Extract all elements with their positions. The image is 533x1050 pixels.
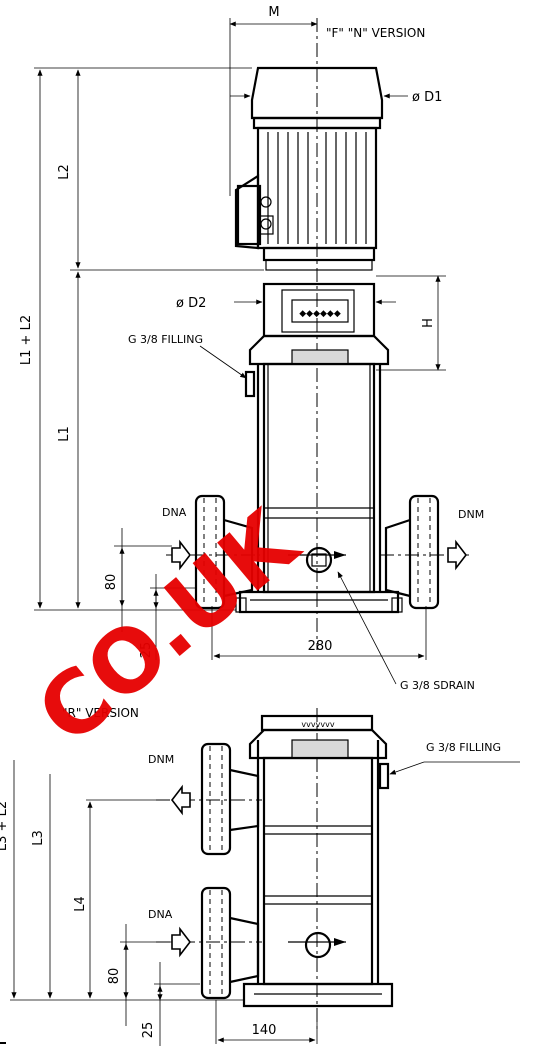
filling-top-label: G 3/8 FILLING bbox=[128, 333, 203, 346]
dim-l3-l2: L3 + L2 bbox=[0, 801, 10, 851]
outlet-arrow bbox=[447, 539, 468, 571]
dim-280: 280 bbox=[308, 639, 333, 654]
watermark-left: C bbox=[0, 698, 11, 807]
motor-fins bbox=[267, 132, 367, 244]
terminal-box bbox=[234, 173, 274, 250]
dim-d1: ø D1 bbox=[412, 90, 442, 105]
outlet-arrow-bottom bbox=[170, 784, 191, 816]
version-r-label: "R" VERSION bbox=[62, 706, 139, 720]
dim-25-bottom: 25 bbox=[141, 1022, 156, 1039]
drain-label: G 3/8 SDRAIN bbox=[400, 679, 475, 692]
outlet-flange-bottom bbox=[156, 742, 262, 856]
version-fn-label: "F" "N" VERSION bbox=[326, 26, 425, 40]
dim-80-bottom: 80 bbox=[107, 968, 122, 985]
dim-l2: L2 bbox=[57, 164, 72, 180]
dnm-bottom-label: DNM bbox=[148, 753, 174, 766]
inlet-flange-top bbox=[166, 494, 260, 610]
dna-top-label: DNA bbox=[162, 506, 187, 519]
dnm-top-label: DNM bbox=[458, 508, 484, 521]
dim-h: H bbox=[421, 318, 436, 328]
watermark-text: CO.UK bbox=[19, 490, 318, 764]
inlet-flange-bottom bbox=[156, 886, 262, 1000]
dim-l4: L4 bbox=[73, 896, 88, 912]
dim-25-top: 25 bbox=[139, 642, 154, 659]
dim-140: 140 bbox=[252, 1023, 277, 1038]
dim-80-top: 80 bbox=[104, 574, 119, 591]
coupling-grille: ◆◆◆◆◆◆ bbox=[291, 299, 349, 323]
dim-d2: ø D2 bbox=[176, 296, 206, 311]
dna-bottom-label: DNA bbox=[148, 908, 173, 921]
dim-l3: L3 bbox=[31, 830, 46, 846]
filling-bottom-label: G 3/8 FILLING bbox=[426, 741, 501, 754]
pump-view-r: vvvvvvv bbox=[0, 706, 520, 1046]
inlet-arrow-bottom bbox=[171, 926, 192, 958]
inlet-arrow bbox=[171, 539, 192, 571]
svg-text:vvvvvvv: vvvvvvv bbox=[301, 720, 334, 729]
dim-m: M bbox=[268, 5, 279, 20]
dim-l1: L1 bbox=[57, 426, 72, 442]
pump-view-fn: ◆◆◆◆◆◆ bbox=[19, 5, 484, 692]
svg-text:◆◆◆◆◆◆: ◆◆◆◆◆◆ bbox=[299, 309, 341, 319]
dim-l1-l2: L1 + L2 bbox=[19, 315, 34, 365]
